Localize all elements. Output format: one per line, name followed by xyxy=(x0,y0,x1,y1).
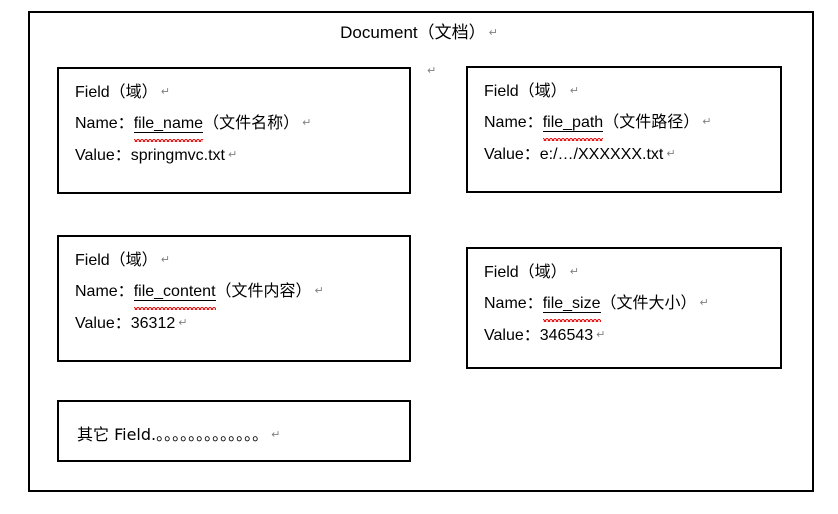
field-box-heading-text: Field（域） xyxy=(484,264,567,281)
field-value-text: e:/…/XXXXXX.txt xyxy=(539,146,664,163)
paragraph-mark-icon: ↵ xyxy=(314,285,324,297)
paragraph-mark-icon: ↵ xyxy=(569,85,579,97)
field-value-label: Value： xyxy=(75,315,131,332)
field-name-identifier-text: file_path xyxy=(542,114,604,132)
field-box-file-content: Field（域）↵ Name：file_content（文件内容）↵ Value… xyxy=(57,235,411,362)
field-box-heading: Field（域）↵ xyxy=(75,78,409,107)
paragraph-mark-icon: ↵ xyxy=(596,329,606,341)
paragraph-mark-icon: ↵ xyxy=(702,116,712,128)
paragraph-mark-icon: ↵ xyxy=(178,317,188,329)
paragraph-mark-icon: ↵ xyxy=(160,86,170,98)
paragraph-mark-icon: ↵ xyxy=(666,148,676,160)
field-value-text: springmvc.txt xyxy=(130,147,225,164)
field-name-label: Name： xyxy=(75,283,134,300)
field-box-heading: Field（域）↵ xyxy=(484,258,780,287)
field-name-identifier: file_content xyxy=(133,276,216,310)
field-value-row: Value：36312↵ xyxy=(75,308,409,339)
paragraph-mark-icon: ↵ xyxy=(699,297,709,309)
field-value-text: 36312 xyxy=(130,315,176,332)
field-name-translation: （文件名称） xyxy=(203,113,300,132)
field-name-identifier-text: file_name xyxy=(133,115,204,133)
field-name-translation: （文件路径） xyxy=(603,112,700,131)
field-name-identifier: file_name xyxy=(133,108,204,142)
field-value-row: Value：springmvc.txt↵ xyxy=(75,140,409,171)
paragraph-mark-icon: ↵ xyxy=(160,254,170,266)
field-name-translation: （文件大小） xyxy=(600,293,697,312)
other-fields-dots: 。。。。。。。。。。。。。 xyxy=(156,425,269,444)
field-box-file-size: Field（域）↵ Name：file_size（文件大小）↵ Value：34… xyxy=(466,247,782,369)
paragraph-mark-icon: ↵ xyxy=(302,117,312,129)
field-box-file-name: Field（域）↵ Name：file_name（文件名称）↵ Value：sp… xyxy=(57,67,411,194)
field-name-identifier: file_path xyxy=(542,107,604,141)
other-fields-text: 其它 Field. xyxy=(77,425,157,444)
field-box-heading-text: Field（域） xyxy=(75,252,158,269)
paragraph-mark-icon: ↵ xyxy=(488,27,498,39)
field-box-file-path: Field（域）↵ Name：file_path（文件路径）↵ Value：e:… xyxy=(466,66,782,193)
field-name-row: Name：file_path（文件路径）↵ xyxy=(484,106,780,141)
field-box-other-fields: 其它 Field.。。。。。。。。。。。。。↵ xyxy=(57,400,411,462)
field-name-label: Name： xyxy=(484,295,543,312)
paragraph-mark-icon: ↵ xyxy=(271,429,281,441)
paragraph-mark-icon: ↵ xyxy=(569,266,579,278)
paragraph-mark-icon: ↵ xyxy=(228,149,238,161)
field-name-row: Name：file_name（文件名称）↵ xyxy=(75,107,409,142)
field-box-heading: Field（域）↵ xyxy=(75,246,409,275)
field-value-row: Value：e:/…/XXXXXX.txt↵ xyxy=(484,139,780,170)
field-name-row: Name：file_content（文件内容）↵ xyxy=(75,275,409,310)
field-box-heading-text: Field（域） xyxy=(484,83,567,100)
other-fields-row: 其它 Field.。。。。。。。。。。。。。↵ xyxy=(77,419,409,451)
field-name-identifier: file_size xyxy=(542,288,601,322)
field-value-label: Value： xyxy=(75,147,131,164)
field-value-text: 346543 xyxy=(539,327,594,344)
field-value-label: Value： xyxy=(484,327,540,344)
field-name-translation: （文件内容） xyxy=(215,281,312,300)
field-name-identifier-text: file_size xyxy=(542,295,601,313)
field-value-row: Value：346543↵ xyxy=(484,320,780,351)
paragraph-mark-icon: ↵ xyxy=(427,65,437,77)
field-box-heading: Field（域）↵ xyxy=(484,77,780,106)
field-name-row: Name：file_size（文件大小）↵ xyxy=(484,287,780,322)
field-name-identifier-text: file_content xyxy=(133,283,216,301)
page-title: Document（文档）↵ xyxy=(0,22,838,44)
page-title-text: Document（文档） xyxy=(340,23,486,42)
field-box-heading-text: Field（域） xyxy=(75,84,158,101)
field-name-label: Name： xyxy=(75,115,134,132)
field-value-label: Value： xyxy=(484,146,540,163)
field-name-label: Name： xyxy=(484,114,543,131)
